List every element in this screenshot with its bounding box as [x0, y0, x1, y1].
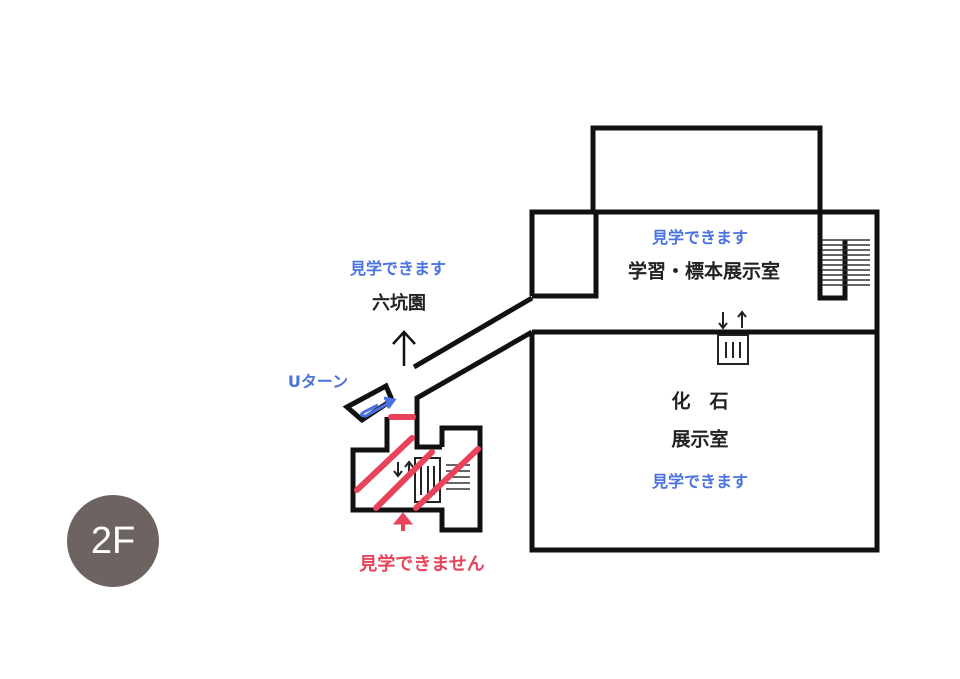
learning-room-wall [529, 209, 880, 553]
closed-up-arrow-icon [392, 512, 414, 531]
fossil-room-label-2: 展示室 [671, 428, 729, 451]
rokkoen-status: 見学できます [349, 259, 447, 278]
uturn-label: Uターン [287, 372, 349, 391]
closed-status: 見学できません [359, 554, 485, 575]
learning-room-label: 学習・標本展示室 [627, 260, 781, 283]
closed-area-wall [350, 417, 483, 533]
corridor-lower-wall [414, 329, 534, 450]
closed-markings [354, 414, 481, 511]
fossil-room-status: 見学できます [651, 472, 749, 491]
elevator-icon [717, 310, 749, 365]
upper-room [590, 125, 823, 215]
rokkoen-label: 六坑園 [372, 293, 426, 314]
learning-room-status: 見学できます [651, 228, 749, 247]
fossil-room-label-1: 化 石 [671, 390, 729, 413]
small-room-wall [532, 212, 599, 299]
corridor-upper-wall [412, 295, 534, 370]
stair-box [817, 212, 848, 301]
uturn-arrow-icon [359, 396, 397, 418]
up-arrow-icon [392, 330, 416, 366]
floor-badge: 2F [67, 495, 159, 587]
